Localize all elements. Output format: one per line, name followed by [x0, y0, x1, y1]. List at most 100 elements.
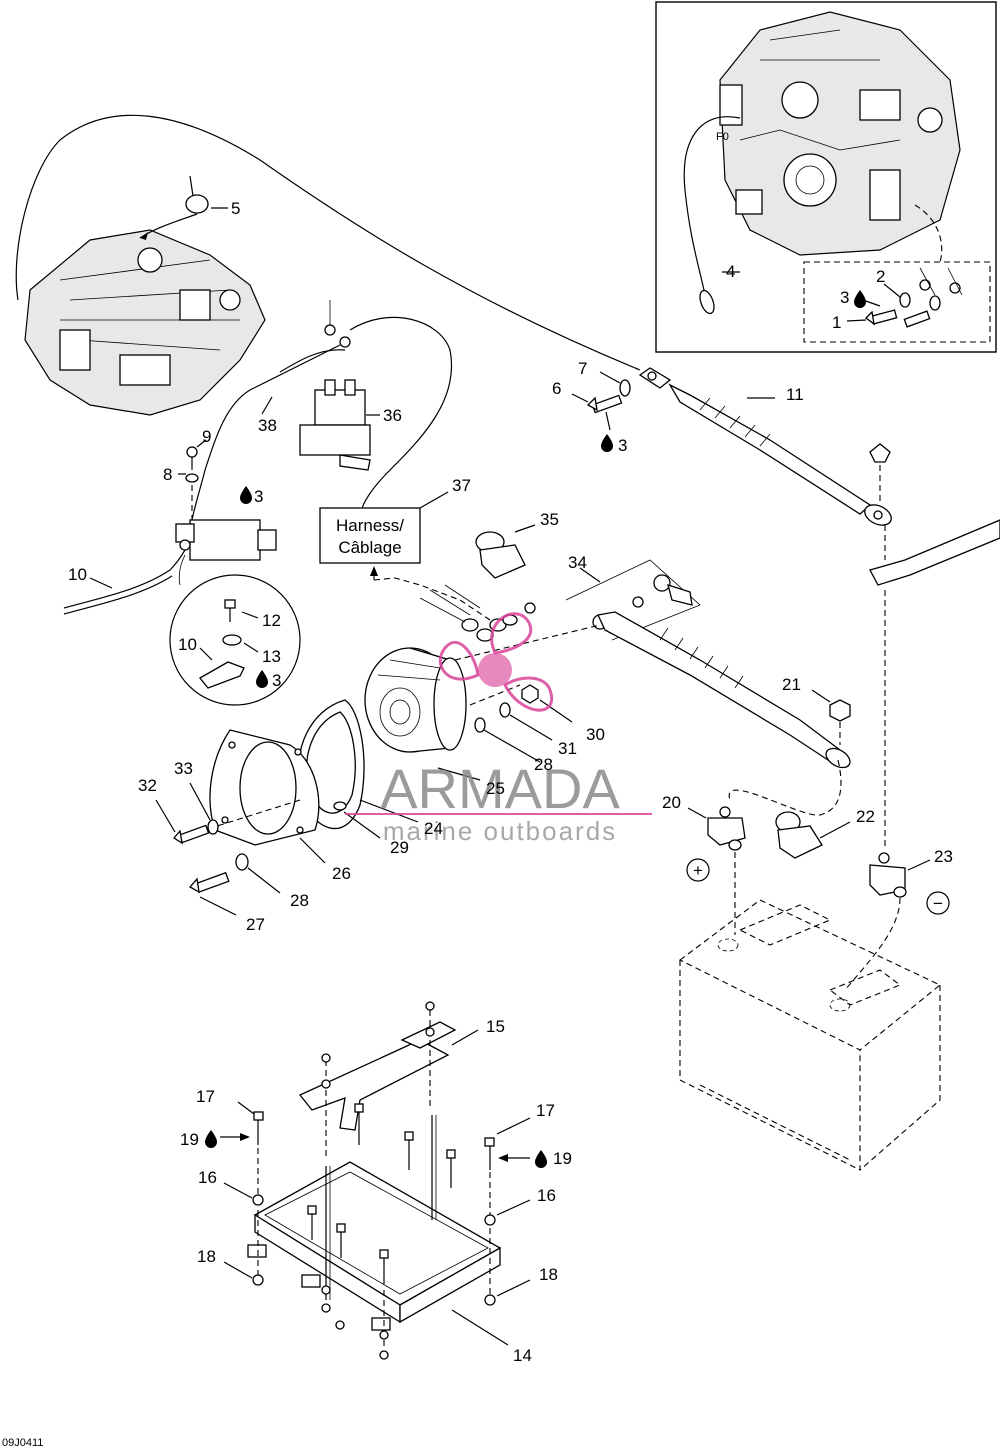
callout-label-l21: 21 [782, 675, 801, 694]
callout-label-l3d: 3 [272, 671, 281, 690]
battery [678, 899, 942, 1171]
propeller-icon [438, 612, 554, 712]
callout-label-l19b: 19 [553, 1149, 572, 1168]
callout-label-l30: 30 [586, 725, 605, 744]
sealant-drop-icon [535, 1150, 547, 1168]
starter-relay [175, 519, 277, 561]
callout-label-l22: 22 [856, 807, 875, 826]
harness-label-fr: Câblage [338, 538, 401, 557]
harness-loop [349, 316, 453, 511]
callout-label-l26: 26 [332, 864, 351, 883]
negative-symbol-icon: − [926, 891, 950, 915]
figure-code: 09J0411 [2, 1437, 43, 1449]
tray-mount-left [220, 1101, 264, 1286]
watermark-tagline: marine outboards [383, 816, 617, 846]
callout-label-l38: 38 [258, 416, 277, 435]
flange-26 [209, 729, 326, 864]
callout-label-l9: 9 [202, 427, 211, 446]
callout-label-l15: 15 [486, 1017, 505, 1036]
tray-mount-right [484, 1117, 531, 1306]
boot-35 [475, 524, 536, 579]
callout-label-l31: 31 [558, 739, 577, 758]
callout-label-l7: 7 [578, 359, 587, 378]
washer-28 [235, 853, 281, 894]
sealant-drop-icon [854, 290, 866, 308]
callout-label-l27: 27 [246, 915, 265, 934]
cable-38 [191, 344, 341, 521]
starter-motor [364, 647, 467, 753]
callout-label-l29: 29 [390, 838, 409, 857]
detail-circle [169, 574, 301, 706]
harness-box: Harness/ Câblage [319, 507, 421, 564]
callout-label-l12: 12 [262, 611, 281, 630]
hold-down-15 [298, 1021, 479, 1131]
callout-label-l28b: 28 [290, 891, 309, 910]
callout-labels: 1233334567891010111213141516161717181819… [68, 199, 953, 1365]
callout-label-l14: 14 [513, 1346, 532, 1365]
wing-nut [869, 443, 891, 505]
bolt-27 [188, 871, 237, 916]
callout-label-l17b: 17 [536, 1101, 555, 1120]
callout-label-l3c: 3 [254, 487, 263, 506]
sealant-drop-icon [205, 1130, 217, 1148]
boot-22 [775, 811, 851, 859]
callout-label-l35: 35 [540, 510, 559, 529]
callout-label-l16a: 16 [198, 1168, 217, 1187]
callout-label-l13: 13 [262, 647, 281, 666]
callout-label-l23: 23 [934, 847, 953, 866]
sealant-drop-icon [256, 670, 268, 688]
washer-8 [185, 473, 199, 483]
screw-6 [571, 393, 623, 414]
callout-label-l37: 37 [452, 476, 471, 495]
callout-label-l10a: 10 [68, 565, 87, 584]
positive-symbol-icon: + [686, 858, 710, 882]
callout-label-l10b: 10 [178, 635, 197, 654]
dowel-29 [333, 801, 381, 839]
washer-31 [499, 702, 553, 741]
positive-routing-line [728, 759, 842, 816]
terminal-23 [869, 852, 931, 898]
callout-label-l19a: 19 [180, 1130, 199, 1149]
engine-inset: F0 [655, 1, 997, 353]
callout-label-l25: 25 [486, 779, 505, 798]
clamp-5 [139, 175, 228, 240]
negative-symbol: − [933, 894, 943, 913]
callout-label-l2: 2 [876, 267, 885, 286]
washer-7 [599, 371, 631, 397]
callout-label-l20: 20 [662, 793, 681, 812]
ground-cable-long [15, 114, 641, 371]
callout-label-l28a: 28 [534, 755, 553, 774]
callout-label-l8: 8 [163, 465, 172, 484]
sealant-drop-icon [240, 486, 252, 504]
watermark-brand: ARMADA [380, 757, 620, 820]
terminal-10 [199, 661, 245, 689]
positive-symbol: + [693, 861, 703, 880]
callout-label-l6: 6 [552, 379, 561, 398]
tray-screws [307, 1103, 456, 1284]
screw-9 [186, 446, 198, 470]
nut-21 [811, 689, 851, 745]
harness-label-en: Harness/ [336, 516, 404, 535]
callout-label-l18b: 18 [539, 1265, 558, 1284]
callout-label-l1: 1 [832, 313, 841, 332]
terminal-20 [687, 806, 746, 851]
callout-label-l16b: 16 [537, 1186, 556, 1205]
armada-watermark: ARMADA marine outboards [345, 612, 652, 846]
callout-label-l24: 24 [424, 819, 443, 838]
sealant-drop-icon [601, 434, 613, 452]
inset-bolt-pair [903, 267, 963, 328]
washer-33 [189, 782, 219, 835]
callout-label-l4: 4 [726, 262, 735, 281]
tray-bottom-bolts [379, 1290, 389, 1360]
callout-label-l5: 5 [231, 199, 240, 218]
inset-engine-illustration [719, 11, 961, 256]
callout-label-l33: 33 [174, 759, 193, 778]
callout-label-l36: 36 [383, 406, 402, 425]
callout-label-l34: 34 [568, 553, 587, 572]
hold-down-rods [321, 1001, 437, 1330]
callout-label-l18a: 18 [197, 1247, 216, 1266]
battery-tray-14 [247, 1161, 509, 1346]
callout-label-l3a: 3 [840, 288, 849, 307]
callout-label-l17a: 17 [196, 1087, 215, 1106]
battery-cable-34 [565, 559, 851, 769]
